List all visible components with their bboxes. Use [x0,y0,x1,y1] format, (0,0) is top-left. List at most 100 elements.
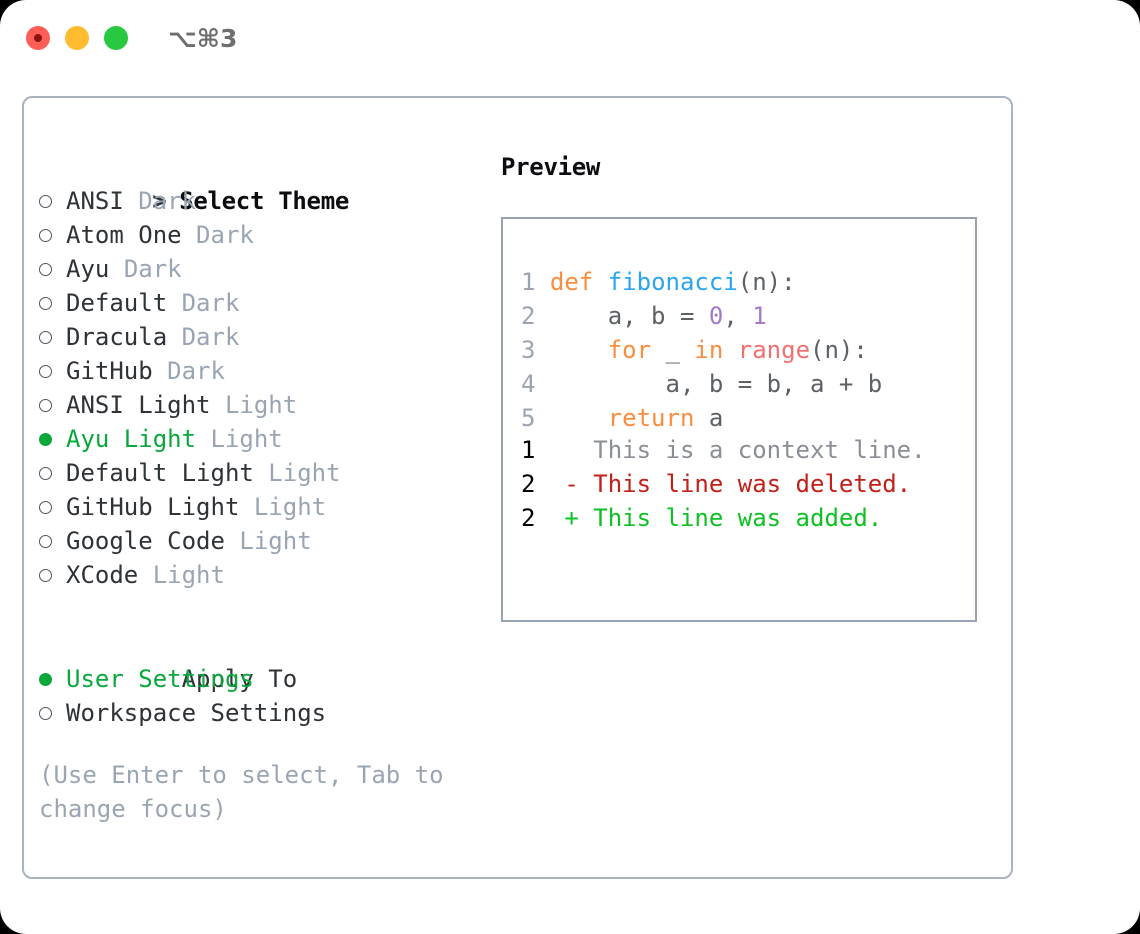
traffic-lights [26,26,128,50]
theme-item-variant-badge: Dark [167,357,225,385]
diff-line: 2 + This line was added. [521,501,926,535]
close-light-icon[interactable] [26,26,50,50]
theme-item-variant-badge: Dark [181,323,240,351]
code-line-number: 2 [521,302,536,330]
theme-item-google-code[interactable]: Google Code Light [39,524,469,558]
theme-item-ayu[interactable]: Ayu Dark [39,252,469,286]
radio-unselected-icon [39,467,52,480]
apply-to-header: Apply To [39,628,469,693]
code-line-number: 4 [521,370,536,398]
diff-sign: + [535,504,594,532]
code-token: a [694,404,724,432]
caret-marker-icon: > [152,187,167,215]
code-token: 0 [708,302,724,330]
spacer [211,391,225,419]
theme-item-variant-badge: Dark [123,255,182,283]
radio-unselected-icon [39,707,52,720]
theme-item-github-light[interactable]: GitHub Light Light [39,490,469,524]
theme-item-radio [39,287,66,321]
theme-item-variant-badge: Dark [138,187,197,215]
theme-item-radio [39,185,66,219]
gutter-gap [535,302,549,330]
theme-item-ayu-light[interactable]: Ayu Light Light [39,422,469,456]
radio-unselected-icon [39,229,52,242]
theme-item-radio [39,559,66,593]
code-token: range [737,336,811,364]
code-token: for [607,336,652,364]
theme-item-label: XCode [66,561,139,589]
radio-unselected-icon [39,195,52,208]
code-line-number: 5 [521,404,536,432]
code-token: a, b = [549,302,709,330]
radio-unselected-icon [39,263,52,276]
theme-item-atom-one[interactable]: Atom One Dark [39,218,469,252]
code-token: def [549,268,594,296]
spacer [124,187,138,215]
code-token [550,404,608,432]
radio-unselected-icon [39,501,52,514]
code-line: 5 return a [521,401,882,435]
radio-unselected-icon [39,569,52,582]
apply-to-item-user-settings[interactable]: User Settings [39,662,469,696]
theme-item-variant-badge: Light [210,425,283,453]
theme-item-github[interactable]: GitHub Dark [39,354,469,388]
theme-item-radio [39,389,66,423]
radio-selected-icon [39,433,52,446]
diff-line-number: 2 [521,504,536,532]
diff-line: 1 This is a context line. [521,433,926,467]
spacer [225,527,239,555]
theme-item-label: GitHub [66,357,153,385]
radio-unselected-icon [39,535,52,548]
code-line: 3 for _ in range(n): [521,333,882,367]
diff-line-number: 2 [521,470,536,498]
code-token [593,268,607,296]
theme-item-label: GitHub Light [66,493,240,521]
spacer [153,357,167,385]
spacer [167,289,181,317]
radio-selected-icon [39,673,52,686]
theme-item-label: ANSI Light [66,391,211,419]
diff-line: 2 - This line was deleted. [521,467,926,501]
diff-line-number: 1 [521,436,536,464]
theme-item-default[interactable]: Default Dark [39,286,469,320]
title-bar: ⌥⌘3 [0,0,1140,78]
minimize-light-icon[interactable] [65,26,89,50]
theme-item-dracula[interactable]: Dracula Dark [39,320,469,354]
code-token: a, b = b, a + b [549,370,883,398]
section-spacer [39,592,469,628]
theme-item-variant-badge: Light [268,459,341,487]
radio-unselected-icon [39,365,52,378]
keyboard-shortcut-label: ⌥⌘3 [168,24,238,53]
maximize-light-icon[interactable] [104,26,128,50]
theme-item-ansi[interactable]: ANSI Dark [39,184,469,218]
apply-to-item-radio [39,697,66,731]
radio-unselected-icon [39,399,52,412]
code-line-number: 1 [521,268,536,296]
apply-to-item-label: Workspace Settings [66,699,327,727]
theme-item-radio [39,423,66,457]
diff-text: This is a context line. [593,436,926,464]
theme-item-ansi-light[interactable]: ANSI Light Light [39,388,469,422]
theme-item-label: ANSI [66,187,124,215]
spacer [196,425,210,453]
theme-item-label: Default Light [66,459,254,487]
code-token: fibonacci [607,268,738,296]
theme-item-radio [39,219,66,253]
theme-item-label: Default [66,289,168,317]
theme-item-variant-badge: Light [239,527,312,555]
theme-item-xcode[interactable]: XCode Light [39,558,469,592]
diff-text: This line was deleted. [593,470,912,498]
theme-item-radio [39,253,66,287]
radio-unselected-icon [39,331,52,344]
theme-item-variant-badge: Dark [196,221,254,249]
apply-to-item-workspace-settings[interactable]: Workspace Settings [39,696,469,730]
select-theme-header: >Select Theme [39,150,469,215]
code-token: (n): [737,268,796,296]
theme-item-default-light[interactable]: Default Light Light [39,456,469,490]
theme-item-radio [39,321,66,355]
theme-item-variant-badge: Light [253,493,327,521]
